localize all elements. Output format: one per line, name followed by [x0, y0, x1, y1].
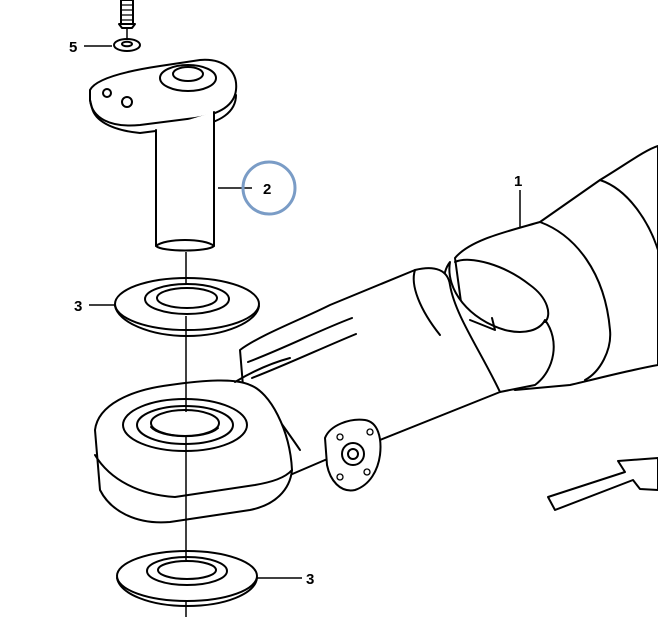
hydraulic-cylinder — [94, 145, 658, 524]
callout-1: 1 — [514, 173, 522, 190]
screw — [118, 0, 136, 29]
callout-3-upper: 3 — [74, 298, 82, 315]
pin-with-plate-part-2 — [89, 58, 238, 252]
barrel-edge — [599, 179, 658, 251]
callout-leaders — [84, 45, 521, 579]
direction-arrow-icon — [547, 457, 658, 511]
barrel-flare — [539, 221, 612, 381]
highlight-ring — [241, 160, 297, 216]
callout-2: 2 — [263, 181, 271, 198]
seal-part-3-lower — [116, 550, 258, 607]
seal-part-3-upper — [114, 277, 260, 337]
assembly-axis — [126, 28, 187, 617]
callout-3-lower: 3 — [306, 571, 314, 588]
callout-5: 5 — [69, 39, 77, 56]
washer-part-5 — [113, 38, 141, 52]
